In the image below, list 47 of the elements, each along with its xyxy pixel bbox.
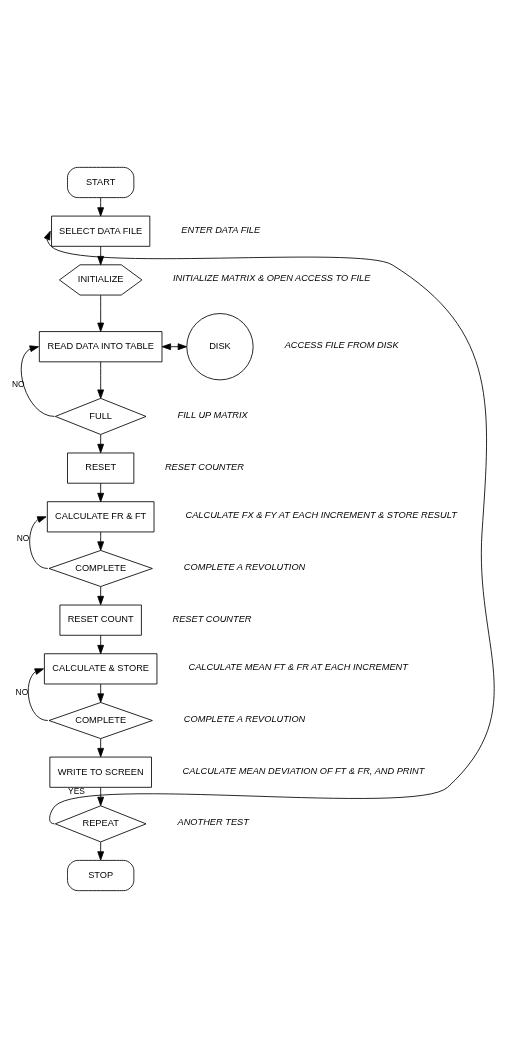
node-diamond: FULL	[54, 397, 147, 435]
node-box: CALCULATE & STORE	[43, 652, 158, 684]
arrow	[97, 841, 105, 860]
node-label: COMPLETE A REVOLUTION	[183, 561, 306, 572]
arrow	[20, 344, 55, 417]
node-label: COMPLETE A REVOLUTION	[183, 713, 306, 724]
arrow	[97, 786, 105, 806]
node-diamond: COMPLETE	[48, 549, 153, 587]
node-box: SELECT DATA FILE	[51, 215, 151, 247]
node-label: RESET COUNTER	[164, 461, 244, 472]
arrow	[97, 433, 105, 453]
node-box: RESET COUNT	[59, 604, 142, 636]
node-diamond: COMPLETE	[48, 701, 153, 739]
arrow	[161, 342, 187, 350]
arrow	[97, 294, 105, 332]
node-box: START	[67, 166, 135, 198]
arrow	[97, 634, 105, 654]
node-box: RESET	[67, 452, 135, 484]
node-label: ENTER DATA FILE	[181, 224, 261, 235]
arrow	[97, 196, 105, 216]
arrow	[97, 585, 105, 605]
arrow	[27, 667, 49, 721]
node-label: CALCULATE FX & FY AT EACH INCREMENT & STORE RESULT	[185, 509, 457, 520]
node-box: CALCULATE FR & FT	[46, 500, 155, 532]
node-label: FILL UP MATRIX	[177, 409, 248, 420]
arrow	[97, 361, 105, 399]
node-circle: DISK	[186, 312, 254, 380]
edge-label: NO	[15, 686, 29, 697]
node-label: ANOTHER TEST	[177, 816, 249, 827]
arrow	[97, 482, 105, 502]
node-label: INITIALIZE MATRIX & OPEN ACCESS TO FILE	[172, 272, 371, 283]
node-label: CALCULATE MEAN DEVIATION OF FT & FR, AND PRINT	[182, 765, 425, 776]
node-label: RESET COUNTER	[172, 613, 252, 624]
arrow	[97, 683, 105, 703]
arrow	[43, 230, 495, 824]
arrow	[97, 737, 105, 757]
node-label: CALCULATE MEAN FT & FR AT EACH INCREMENT	[188, 661, 408, 672]
arrow	[97, 531, 105, 551]
arrow	[29, 515, 49, 569]
edge-label: NO	[11, 378, 25, 389]
node-diamond: REPEAT	[54, 804, 147, 842]
edge-label: NO	[16, 532, 30, 543]
node-box: WRITE TO SCREEN	[49, 756, 152, 788]
edge-label: YES	[68, 785, 85, 796]
node-label: ACCESS FILE FROM DISK	[284, 339, 399, 350]
node-box: READ DATA INTO TABLE	[38, 330, 163, 362]
node-box: STOP	[67, 859, 135, 891]
